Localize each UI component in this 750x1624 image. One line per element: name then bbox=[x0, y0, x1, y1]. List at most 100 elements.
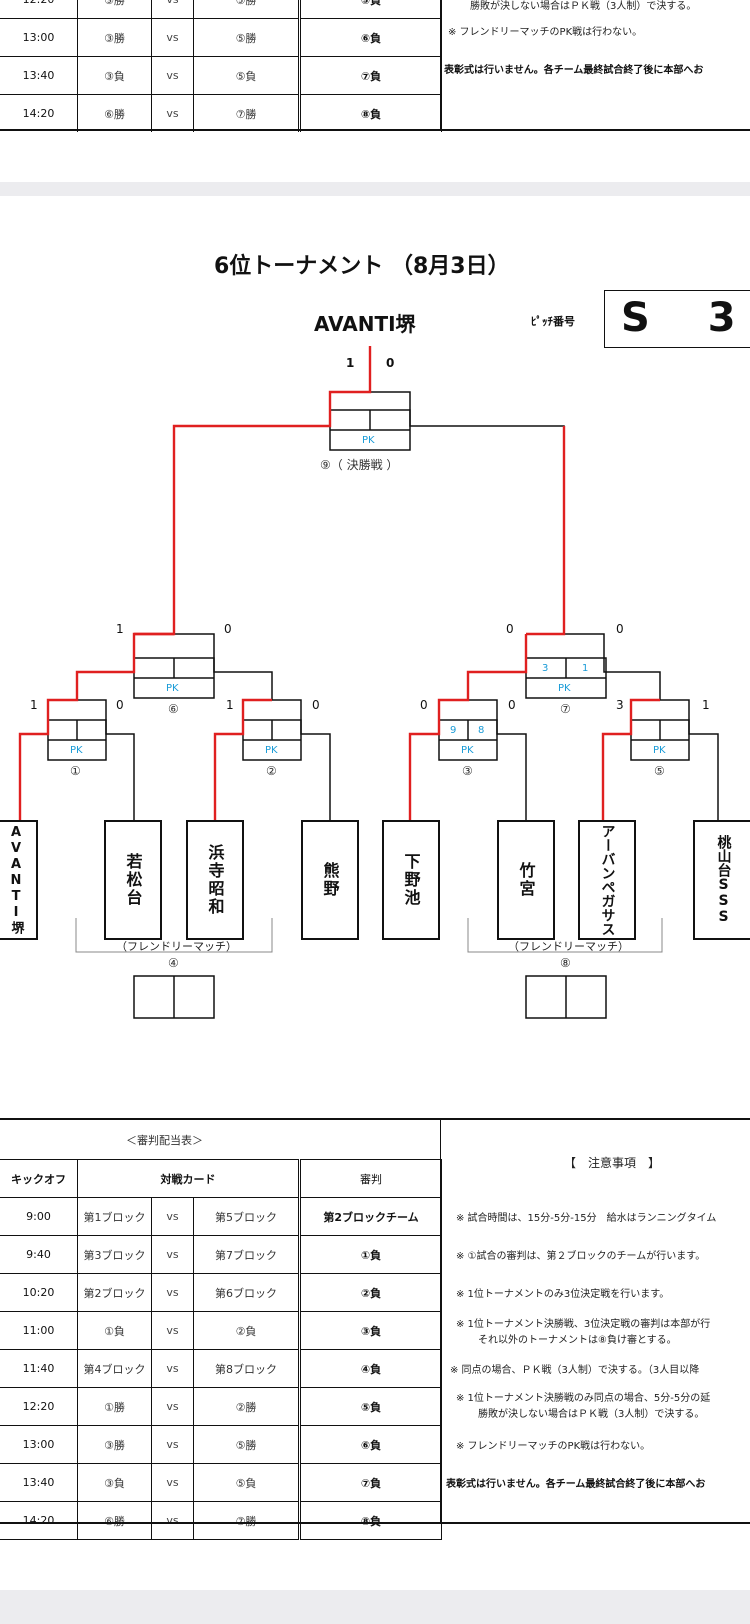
team-a-cell: ③負 bbox=[77, 56, 152, 95]
kickoff-cell: 12:20 bbox=[0, 1387, 78, 1426]
note-item-2: ※ 1位トーナメントのみ3位決定戦を行います。 bbox=[456, 1289, 670, 1300]
top-note-2: ※ フレンドリーマッチのPK戦は行わない。 bbox=[448, 27, 643, 38]
winner-team-label: AVANTI堺 bbox=[314, 312, 416, 336]
team-b-cell: 第7ブロック bbox=[193, 1235, 300, 1274]
kickoff-cell: 14:20 bbox=[0, 94, 78, 132]
kickoff-cell: 13:40 bbox=[0, 56, 78, 95]
friendly-right-label: （フレンドリーマッチ） bbox=[508, 940, 629, 953]
notes-header: 【 注意事項 】 bbox=[564, 1156, 661, 1170]
m3-score-right: 0 bbox=[508, 698, 516, 712]
referee-cell: ⑦負 bbox=[298, 56, 442, 95]
team-b-cell: ⑤勝 bbox=[193, 0, 300, 19]
m7-box-right: 1 bbox=[582, 663, 589, 674]
top-schedule-row: 12:20③勝vs⑤勝⑤負 bbox=[0, 0, 442, 19]
vs-cell: vs bbox=[151, 94, 194, 132]
note-item-3: ※ 1位トーナメント決勝戦、3位決定戦の審判は本部が行 bbox=[456, 1319, 711, 1330]
vs-cell: vs bbox=[151, 1349, 194, 1388]
referee-cell: ⑤負 bbox=[298, 0, 442, 19]
m1-score-left: 1 bbox=[30, 698, 38, 712]
top-note-3: 表彰式は行いません。各チーム最終試合終了後に本部へお bbox=[444, 65, 704, 76]
note-item-0: ※ 試合時間は、15分-5分-15分 給水はランニングタイム bbox=[456, 1213, 717, 1224]
referee-cell: ①負 bbox=[298, 1235, 442, 1274]
page-gap-1 bbox=[0, 182, 750, 196]
kickoff-cell: 12:20 bbox=[0, 0, 78, 19]
m3-score-left: 0 bbox=[420, 698, 428, 712]
referee-cell: ⑤負 bbox=[298, 1387, 442, 1426]
team-a-cell: ③勝 bbox=[77, 1425, 152, 1464]
referee-cell: 第2ブロックチーム bbox=[298, 1197, 442, 1236]
team-b-cell: ⑤負 bbox=[193, 56, 300, 95]
m7-box-left: 3 bbox=[542, 663, 549, 674]
team-b-cell: ②負 bbox=[193, 1311, 300, 1350]
kickoff-cell: 13:00 bbox=[0, 1425, 78, 1464]
team-b-cell: 第5ブロック bbox=[193, 1197, 300, 1236]
top-divider bbox=[440, 0, 441, 129]
kickoff-cell: 9:00 bbox=[0, 1197, 78, 1236]
final-score-right: 0 bbox=[386, 356, 395, 370]
m6-score-right: 0 bbox=[224, 622, 232, 636]
page-title: 6位トーナメント （8月3日） bbox=[214, 254, 510, 279]
team-b-cell: ⑤負 bbox=[193, 1463, 300, 1502]
ref-top-rule bbox=[0, 1118, 750, 1120]
kickoff-cell: 10:20 bbox=[0, 1273, 78, 1312]
friendly-left-label: （フレンドリーマッチ） bbox=[116, 940, 237, 953]
team-b-cell: 第6ブロック bbox=[193, 1273, 300, 1312]
top-notes: 勝敗が決しない場合はＰＫ戦（3人制）で決する。 ※ フレンドリーマッチのPK戦は… bbox=[444, 0, 750, 129]
m2-pk: PK bbox=[265, 745, 278, 756]
team-a-cell: 第2ブロック bbox=[77, 1273, 152, 1312]
team-b-cell: 第8ブロック bbox=[193, 1349, 300, 1388]
friendly-left-number: ④ bbox=[168, 956, 179, 970]
team-box-hamadera-showa: 浜寺昭和 bbox=[186, 820, 244, 940]
top-bottom-rule bbox=[0, 129, 750, 131]
m3-pk: PK bbox=[461, 745, 474, 756]
team-a-cell: ①勝 bbox=[77, 1387, 152, 1426]
team-a-cell: 第1ブロック bbox=[77, 1197, 152, 1236]
header-kickoff: キックオフ bbox=[0, 1159, 78, 1198]
m3-box-left: 9 bbox=[450, 725, 457, 736]
team-box-avanti: AVANTI堺 bbox=[0, 820, 38, 940]
page-gap-2 bbox=[0, 1590, 750, 1624]
team-box-shimonoike: 下野池 bbox=[382, 820, 440, 940]
m5-number: ⑤ bbox=[654, 764, 665, 778]
note-item-5: ※ 同点の場合、ＰＫ戦（3人制）で決する。（3人目以降 bbox=[450, 1365, 700, 1376]
m2-score-right: 0 bbox=[312, 698, 320, 712]
team-a-cell: 第4ブロック bbox=[77, 1349, 152, 1388]
vs-cell: vs bbox=[151, 1235, 194, 1274]
kickoff-cell: 14:20 bbox=[0, 1501, 78, 1540]
final-pk: PK bbox=[362, 435, 375, 446]
ref-bottom-rule bbox=[0, 1522, 750, 1524]
pitch-number-box: S 3 北 bbox=[604, 290, 750, 348]
referee-caption: ＜審判配当表＞ bbox=[126, 1134, 203, 1147]
vs-cell: vs bbox=[151, 56, 194, 95]
note-item-4: それ以外のトーナメントは⑧負け審とする。 bbox=[478, 1335, 677, 1346]
referee-header-row: キックオフ 対戦カード 審判 bbox=[0, 1159, 442, 1198]
m3-number: ③ bbox=[462, 764, 473, 778]
m2-score-left: 1 bbox=[226, 698, 234, 712]
m3-box-right: 8 bbox=[478, 725, 485, 736]
team-a-cell: ⑥勝 bbox=[77, 1501, 152, 1540]
note-item-1: ※ ①試合の審判は、第２ブロックのチームが行います。 bbox=[456, 1251, 706, 1262]
vs-cell: vs bbox=[151, 1273, 194, 1312]
friendly-right-number: ⑧ bbox=[560, 956, 571, 970]
team-box-kumano: 熊野 bbox=[301, 820, 359, 940]
m5-score-right: 1 bbox=[702, 698, 710, 712]
m6-score-left: 1 bbox=[116, 622, 124, 636]
referee-cell: ⑥負 bbox=[298, 18, 442, 57]
referee-cell: ③負 bbox=[298, 1311, 442, 1350]
referee-cell: ⑧負 bbox=[298, 1501, 442, 1540]
referee-cell: ⑦負 bbox=[298, 1463, 442, 1502]
team-box-urban-pegasus: アーバンペガサス bbox=[578, 820, 636, 940]
m1-score-right: 0 bbox=[116, 698, 124, 712]
note-item-9: 表彰式は行いません。各チーム最終試合終了後に本部へお bbox=[446, 1479, 706, 1490]
team-b-cell: ⑤勝 bbox=[193, 1425, 300, 1464]
